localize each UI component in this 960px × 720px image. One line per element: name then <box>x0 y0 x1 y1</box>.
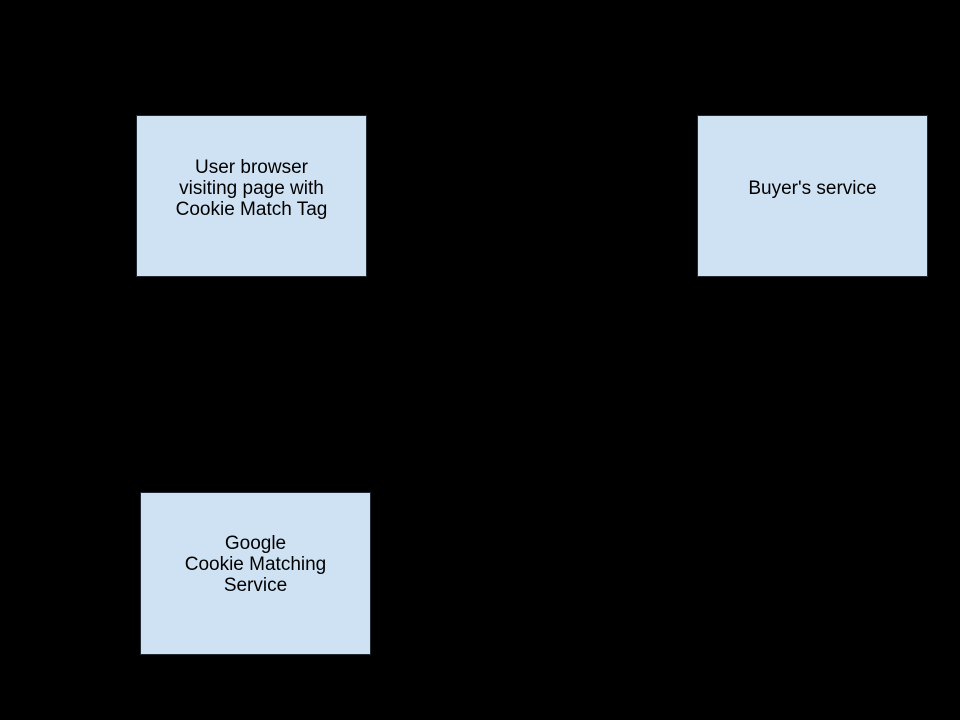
node-user-browser-label: User browser visiting page with Cookie M… <box>176 157 328 220</box>
node-google-cookie-matching-label-line1: Google <box>224 533 287 554</box>
node-buyers-service: Buyer's service <box>697 115 928 277</box>
node-user-browser: User browser visiting page with Cookie M… <box>136 115 367 277</box>
node-google-cookie-matching-label-line2: Cookie Matching <box>184 554 327 575</box>
node-google-cookie-matching-label: Google Cookie Matching Service <box>185 533 327 596</box>
node-google-cookie-matching-label-line3: Service <box>223 575 288 596</box>
node-user-browser-label-line3: Cookie Match Tag <box>175 198 328 220</box>
node-user-browser-label-line1: User browser <box>195 156 308 178</box>
node-buyers-service-label: Buyer's service <box>748 178 876 199</box>
node-buyers-service-label-line1: Buyer's service <box>748 177 877 199</box>
node-google-cookie-matching: Google Cookie Matching Service <box>140 492 371 655</box>
node-user-browser-label-line2: visiting page with <box>179 177 324 199</box>
